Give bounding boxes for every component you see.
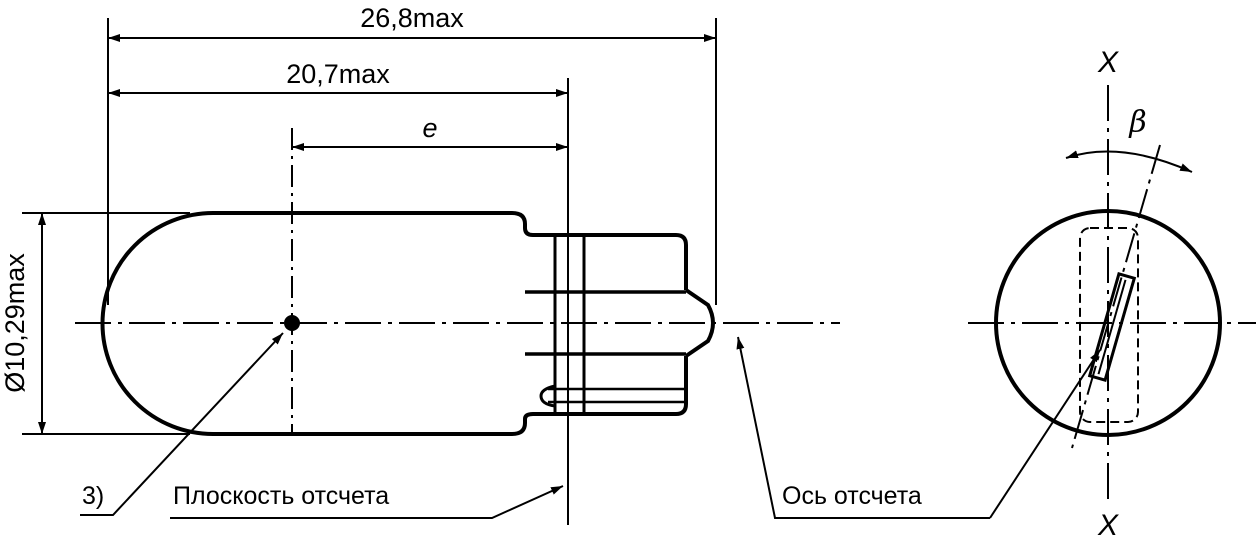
light-center-dot: [284, 315, 300, 331]
leader-reference-axis: [736, 336, 990, 519]
leader-reference-plane: [170, 485, 564, 519]
side-view: [22, 18, 990, 525]
label-reference-plane: Плоскость отсчета: [173, 482, 389, 510]
label-diameter: Ø10,29max: [0, 253, 30, 393]
label-axis-bottom: X: [1097, 509, 1119, 540]
angle-arc-beta: [1065, 150, 1193, 173]
inclined-filament-axis: [1071, 144, 1161, 449]
filament: [1087, 271, 1137, 383]
filament-support-outline: [1079, 227, 1139, 423]
label-angle-beta: β: [1128, 105, 1146, 140]
label-body-length: 20,7max: [286, 59, 390, 89]
end-view: [968, 85, 1256, 519]
leader-note-ref: [80, 332, 284, 516]
label-axis-top: X: [1097, 46, 1119, 79]
leader-filament: [989, 349, 1101, 519]
label-e: e: [422, 113, 437, 143]
label-overall-length: 26,8max: [360, 3, 464, 33]
label-note-ref: 3): [82, 482, 104, 510]
label-reference-axis: Ось отсчета: [782, 482, 922, 510]
bulb-cap: [523, 227, 715, 420]
glass-bulb: [100, 211, 527, 436]
